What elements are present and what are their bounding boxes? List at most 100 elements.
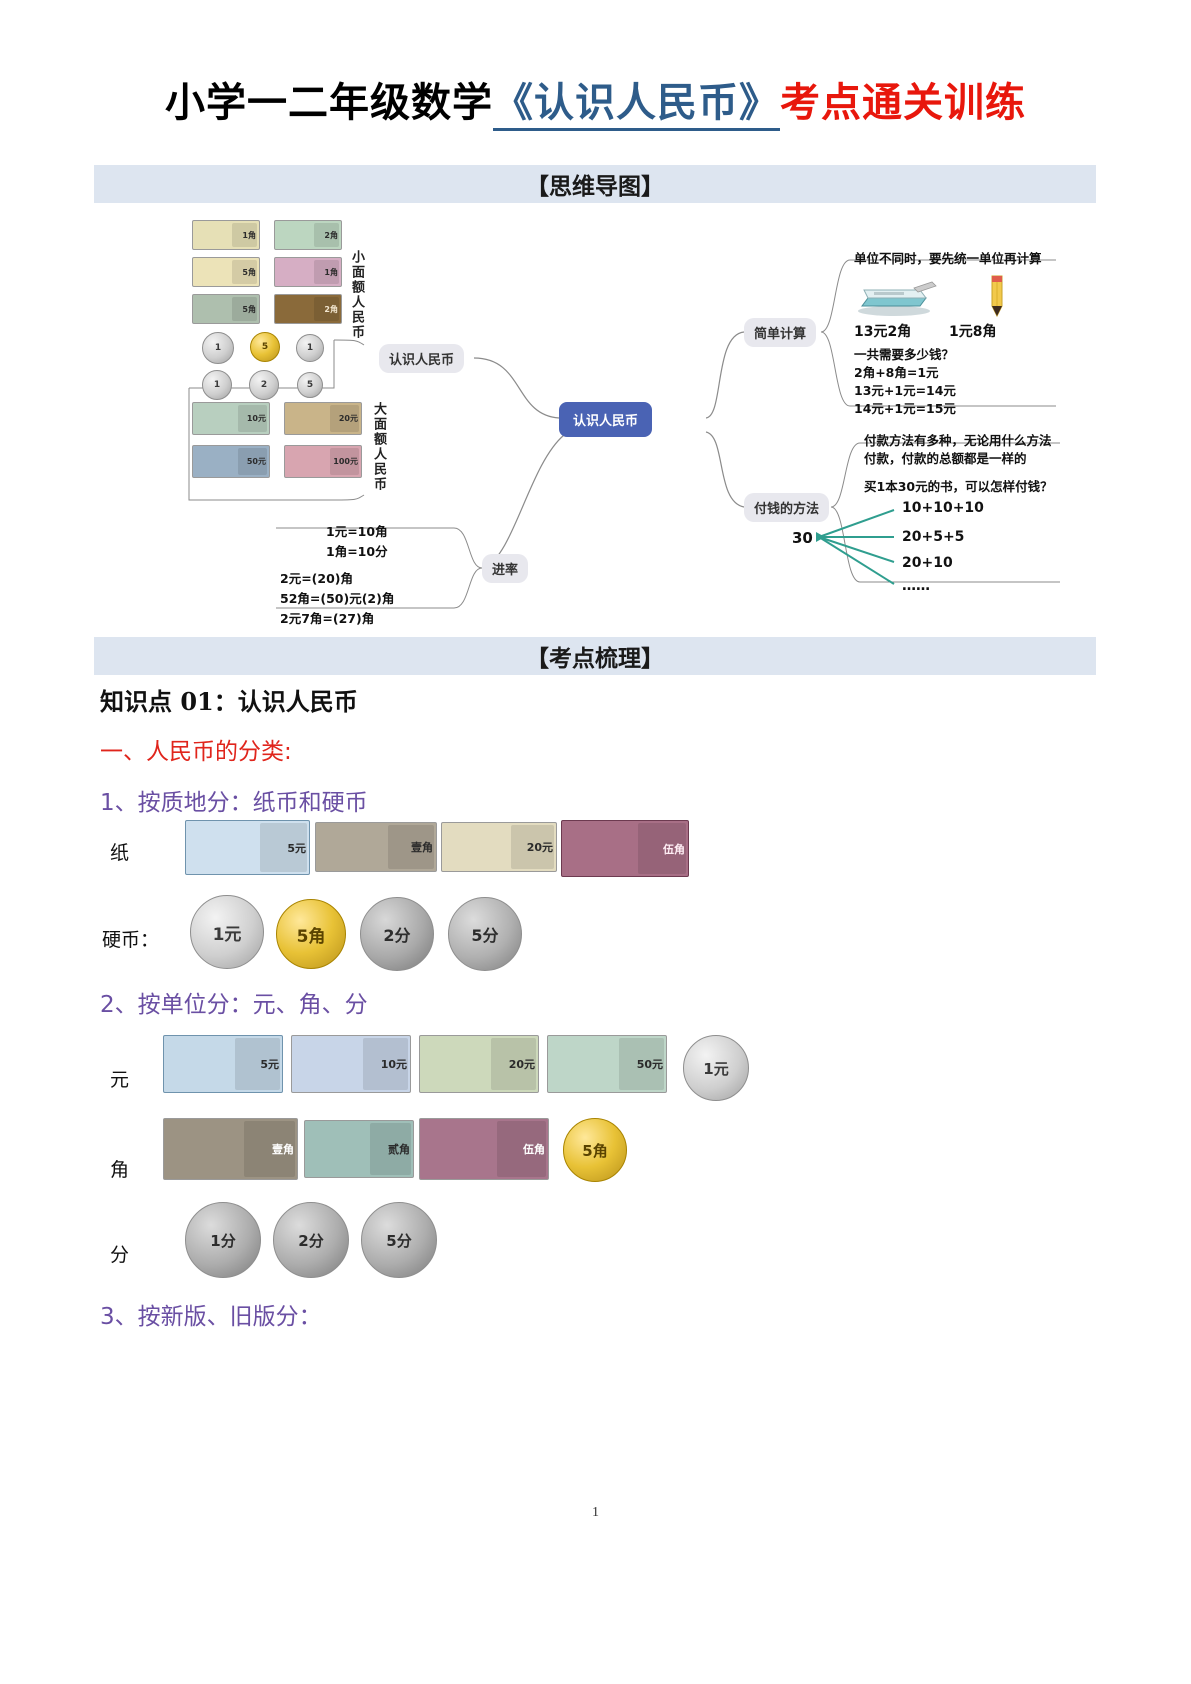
payment-option-1: 10+10+10: [902, 500, 984, 516]
banknote-denom: 壹角: [272, 1143, 294, 1156]
coin-small-2-gold: 5: [250, 332, 280, 362]
banknote-denom: 50元: [246, 457, 266, 466]
payment-question: 买1本30元的书，可以怎样付钱？: [864, 479, 1053, 494]
row-label-fen: 分: [110, 1244, 130, 1266]
mindmap-node-conversion[interactable]: 进率: [482, 554, 529, 583]
banknote-small-3: 5角: [192, 257, 260, 287]
mindmap-label-large-denomination: 大面额人民币: [371, 402, 386, 492]
banknote-denom: 5元: [260, 1058, 279, 1071]
stapler-icon: [858, 281, 937, 316]
mindmap-label-small-denomination: 小面额人民币: [349, 250, 364, 340]
banknote-1jiao-unit: 壹角: [163, 1118, 298, 1180]
payment-option-4: ……: [902, 578, 930, 594]
coin-5fen: 5分: [448, 897, 522, 971]
banknote-20yuan: 20元: [441, 822, 557, 872]
mindmap-connector-lines: [188, 259, 1060, 609]
banknote-small-5: 5角: [192, 294, 260, 324]
banknote-denom: 1角: [242, 230, 256, 240]
coin-2fen: 2分: [360, 897, 434, 971]
banknote-large-1: 10元: [192, 402, 270, 435]
banknote-denom: 20元: [508, 1058, 535, 1071]
row-label-paper: 纸: [110, 842, 130, 864]
banknote-small-4: 1角: [274, 257, 342, 287]
coin-2fen-unit: 2分: [273, 1202, 349, 1278]
coin-5jiao-unit: 5角: [563, 1118, 627, 1182]
conversion-example-2: 52角=(50)元(2)角: [280, 591, 395, 606]
subheading-by-unit: 2、按单位分：元、角、分: [100, 992, 368, 1018]
banknote-denom: 壹角: [411, 841, 433, 854]
conversion-example-1: 2元=(20)角: [280, 571, 353, 586]
banknote-50yuan-unit: 50元: [547, 1035, 667, 1093]
payment-rule-line2: 付款，付款的总额都是一样的: [864, 451, 1027, 466]
coin-small-1: 1: [202, 332, 234, 364]
banknote-denom: 5角: [242, 267, 256, 277]
banknote-small-6: 2角: [274, 294, 342, 324]
payment-amount: 30: [792, 529, 813, 547]
coin-small-4: 1: [202, 370, 232, 400]
banknote-10yuan-unit: 10元: [291, 1035, 411, 1093]
banknote-denom: 2角: [324, 304, 338, 314]
conversion-rule-2: 1角=10分: [326, 544, 388, 559]
coin-1yuan: 1元: [190, 895, 264, 969]
mindmap-center-node[interactable]: 认识人民币: [559, 402, 653, 437]
title-part-blue: 《认识人民币》: [493, 80, 780, 131]
mindmap-node-recognize[interactable]: 认识人民币: [379, 344, 465, 373]
knowledge-point-title: 知识点 01：认识人民币: [100, 687, 358, 716]
simple-calc-step-1: 2角+8角=1元: [854, 365, 939, 380]
conversion-example-3: 2元7角=(27)角: [280, 611, 375, 626]
page-number: 1: [592, 1505, 599, 1520]
banknote-large-2: 20元: [284, 402, 362, 435]
banknote-denom: 5角: [242, 304, 256, 314]
banknote-denom: 伍角: [523, 1143, 545, 1156]
subheading-by-version: 3、按新版、旧版分：: [100, 1304, 322, 1330]
banknote-2jiao-unit: 贰角: [304, 1120, 414, 1178]
banknote-denom: 伍角: [663, 842, 685, 856]
row-label-yuan: 元: [110, 1069, 130, 1091]
banknote-denom: 100元: [333, 457, 358, 466]
banknote-20yuan-unit: 20元: [419, 1035, 539, 1093]
banknote-denom: 50元: [636, 1058, 663, 1071]
coin-1fen: 1分: [185, 1202, 261, 1278]
coin-small-3: 1: [296, 334, 324, 362]
simple-calc-step-2: 13元+1元=14元: [854, 383, 956, 398]
banknote-large-4: 100元: [284, 445, 362, 478]
subheading-by-material: 1、按质地分：纸币和硬币: [100, 790, 368, 816]
banknote-small-1: 1角: [192, 220, 260, 250]
coin-5fen-unit: 5分: [361, 1202, 437, 1278]
title-part-red: 考点通关训练: [780, 80, 1026, 126]
banknote-5yuan-unit: 5元: [163, 1035, 283, 1093]
banknote-denom: 20元: [526, 841, 553, 854]
pencil-icon: [991, 275, 1003, 318]
payment-option-2: 20+5+5: [902, 529, 965, 545]
banknote-small-2: 2角: [274, 220, 342, 250]
section-banner-review: 【考点梳理】: [94, 637, 1096, 675]
coin-5jiao: 5角: [276, 899, 346, 969]
simple-calc-item-1: 13元2角: [854, 324, 912, 340]
simple-calc-item-2: 1元8角: [949, 324, 997, 340]
row-label-jiao: 角: [110, 1159, 130, 1181]
mindmap-node-payment[interactable]: 付钱的方法: [744, 493, 830, 522]
banknote-5jiao-unit: 伍角: [419, 1118, 549, 1180]
banknote-5yuan: 5元: [185, 820, 310, 875]
page-title: 小学一二年级数学《认识人民币》考点通关训练: [0, 70, 1191, 131]
banknote-5jiao: 伍角: [561, 820, 689, 877]
banknote-denom: 5元: [287, 841, 306, 855]
heading-classification: 一、人民币的分类:: [100, 739, 292, 765]
banknote-1jiao: 壹角: [315, 822, 437, 872]
coin-small-5: 2: [249, 370, 279, 400]
banknote-denom: 1角: [324, 267, 338, 277]
title-part-black: 小学一二年级数学: [165, 80, 493, 126]
banknote-denom: 10元: [246, 414, 266, 423]
banknote-denom: 2角: [324, 230, 338, 240]
banknote-large-3: 50元: [192, 445, 270, 478]
coin-small-6: 5: [297, 372, 323, 398]
mindmap-diagram: 1角 2角 5角 1角 5角 2角 1 5 1 1 2 5 小面额人民币 10元…: [94, 210, 1096, 626]
mindmap-node-simple-calc[interactable]: 简单计算: [744, 318, 817, 347]
section-banner-mindmap: 【思维导图】: [94, 165, 1096, 203]
simple-calc-step-3: 14元+1元=15元: [854, 401, 956, 416]
simple-calc-question: 一共需要多少钱？: [854, 347, 955, 362]
banknote-denom: 贰角: [388, 1143, 410, 1156]
conversion-rule-1: 1元=10角: [326, 524, 388, 539]
banknote-denom: 20元: [338, 414, 358, 423]
